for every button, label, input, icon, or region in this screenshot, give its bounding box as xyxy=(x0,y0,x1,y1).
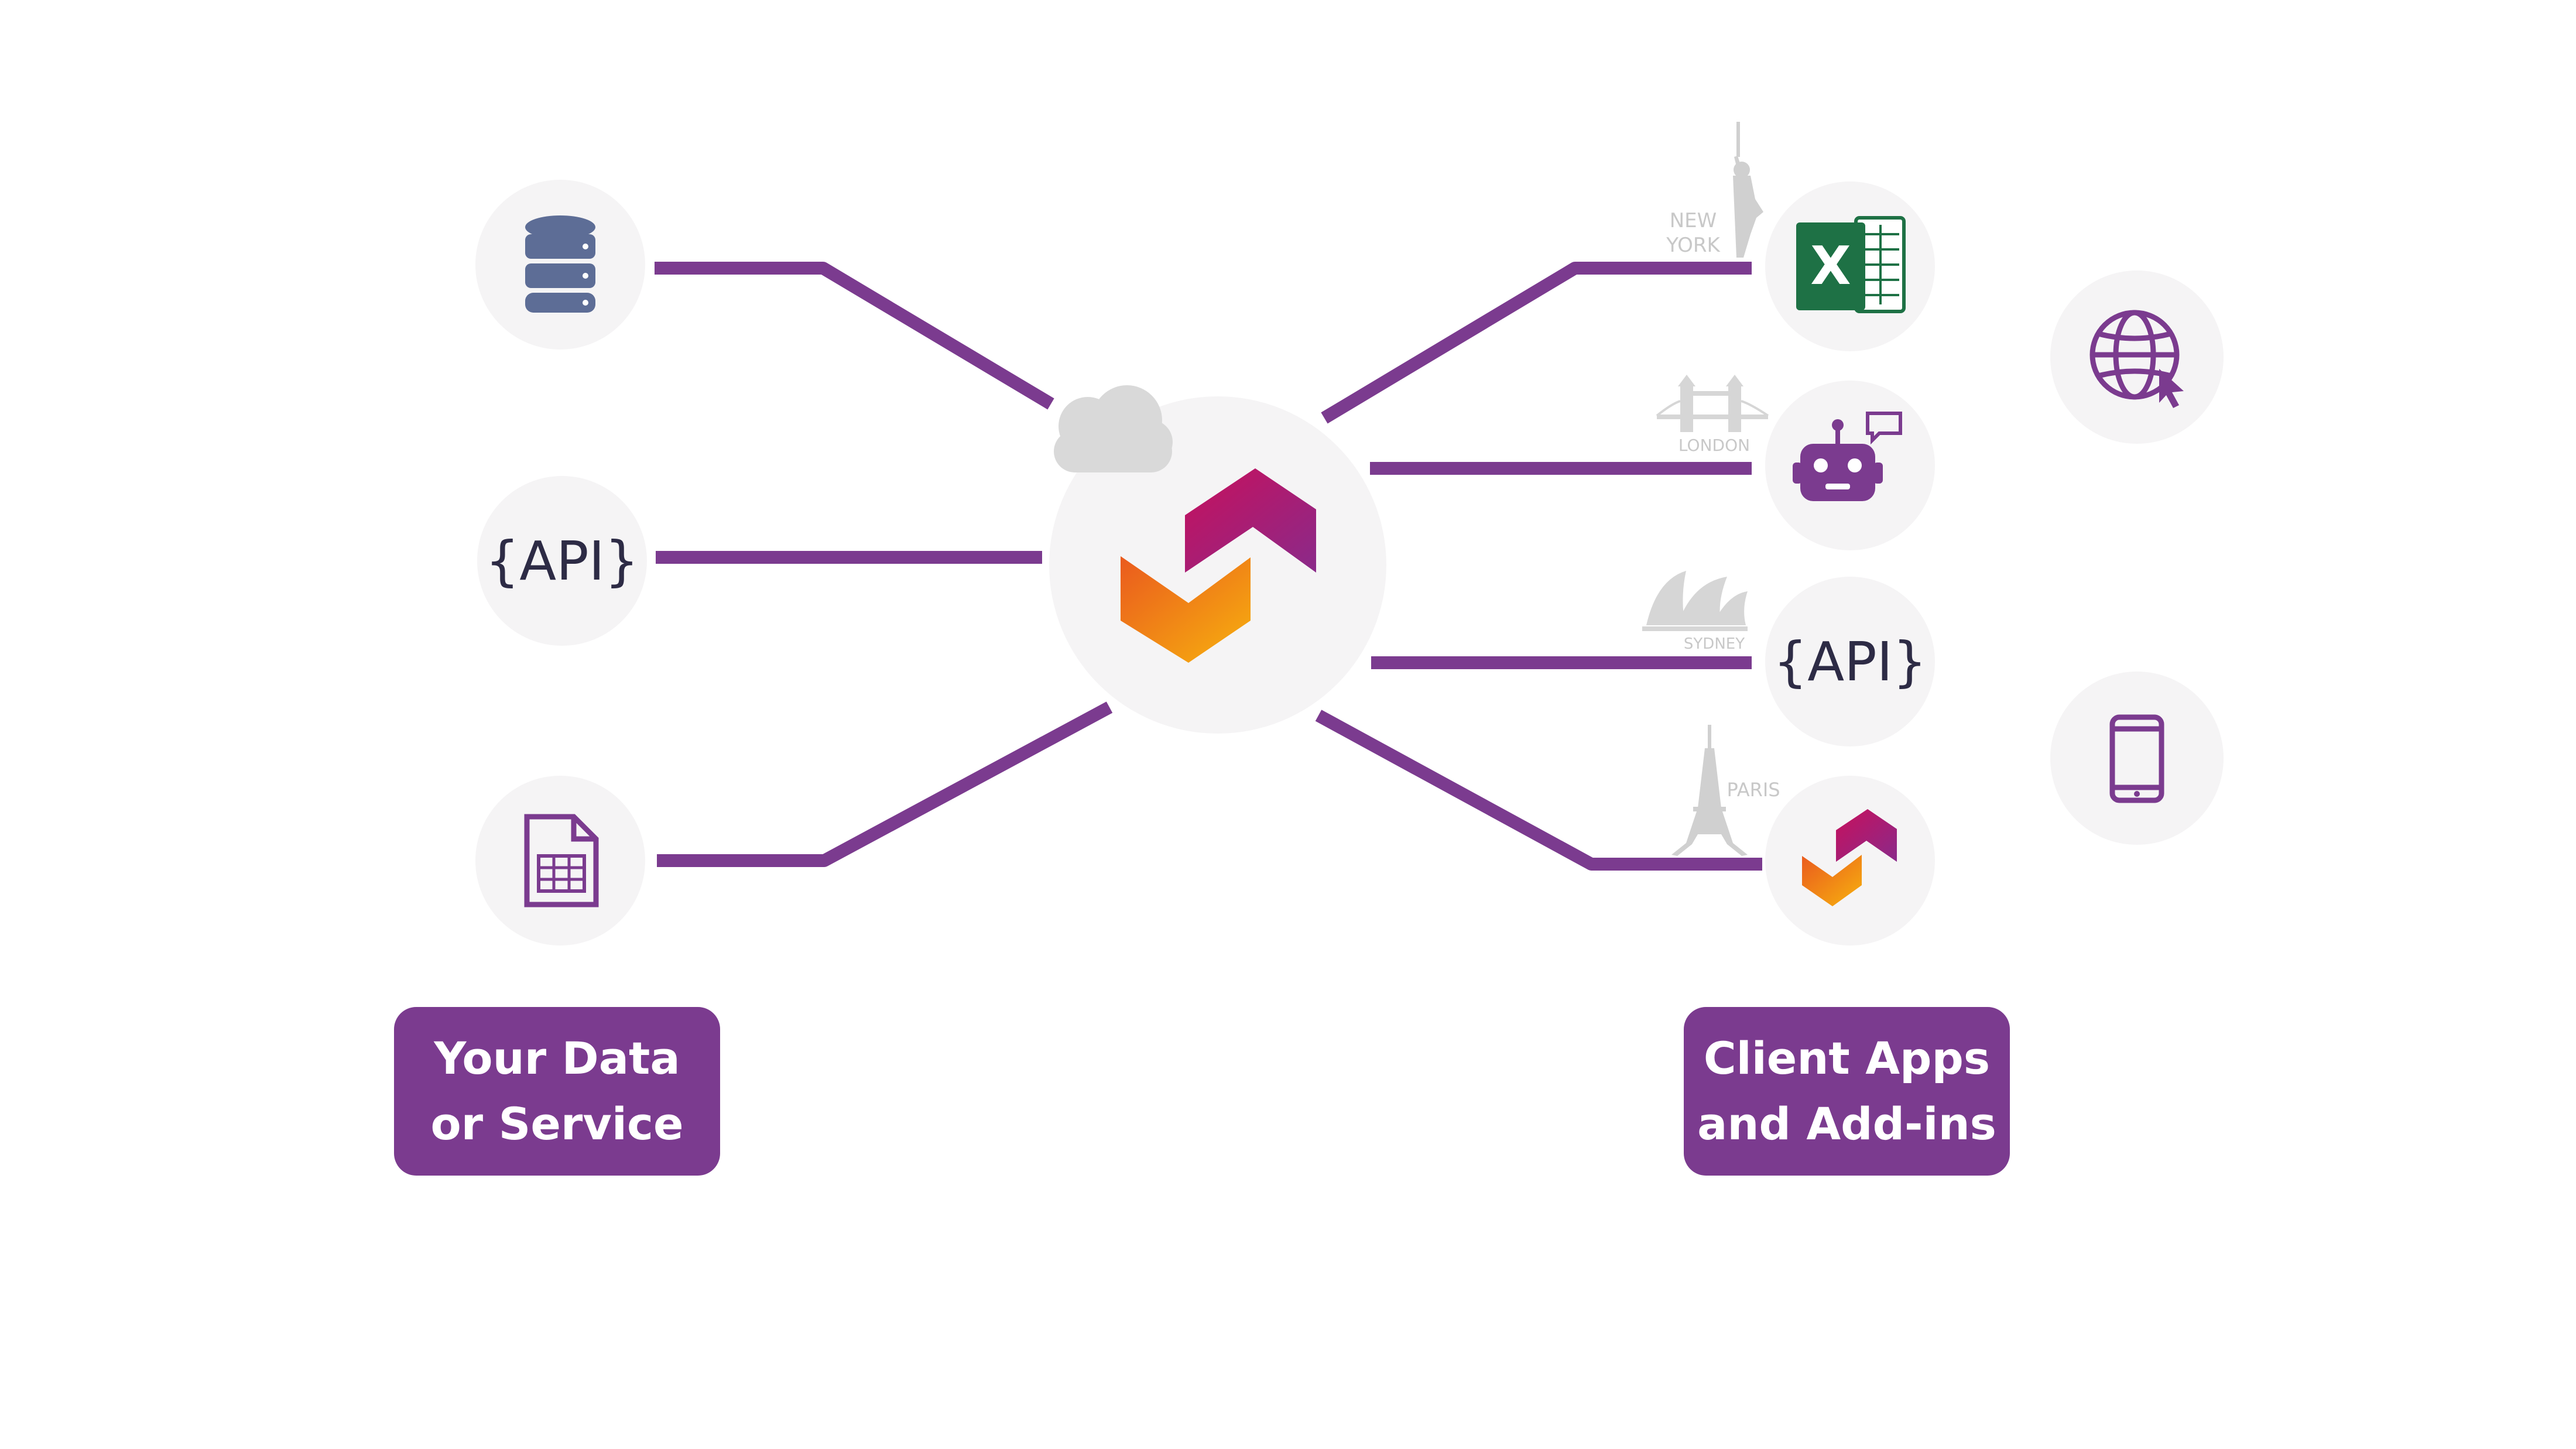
api-text-icon: {API} xyxy=(1773,631,1927,693)
your-data-label-line2: or Service xyxy=(430,1098,684,1150)
opera-house-icon xyxy=(1642,571,1748,631)
hub-background xyxy=(1049,396,1386,734)
hub-logo-icon xyxy=(1121,468,1316,663)
eiffel-tower-icon xyxy=(1671,725,1748,856)
node-background xyxy=(477,476,647,646)
api-text-icon: {API} xyxy=(485,530,639,592)
client-api-node: SYDNEY {API} xyxy=(1642,571,1935,746)
spreadsheet-file-icon xyxy=(524,814,599,907)
node-background xyxy=(2050,672,2224,845)
client-apps-label-line1: Client Apps xyxy=(1703,1032,1991,1084)
cursor-arrow xyxy=(2159,369,2184,408)
database-icon xyxy=(525,215,595,313)
node-background xyxy=(1765,776,1935,946)
client-apps-label-line2: and Add-ins xyxy=(1697,1098,1996,1150)
node-background xyxy=(1765,577,1935,746)
extra-globe-node xyxy=(2050,270,2224,444)
connector-excel xyxy=(1321,262,1752,424)
tower-bridge-icon xyxy=(1656,375,1769,432)
source-api-node: {API} xyxy=(477,476,647,646)
city-label-london: LONDON xyxy=(1678,436,1750,455)
your-data-label-line1: Your Data xyxy=(434,1032,680,1084)
excel-icon: X xyxy=(1796,216,1906,313)
connector-database xyxy=(655,262,1054,410)
source-spreadsheet-node xyxy=(475,776,645,946)
node-background xyxy=(475,776,645,946)
extra-phone-node xyxy=(2050,672,2224,845)
cloud-icon xyxy=(1054,385,1173,472)
statue-of-liberty-icon xyxy=(1733,122,1763,258)
city-label-paris: PARIS xyxy=(1727,779,1780,801)
excel-x-letter: X xyxy=(1810,235,1851,297)
globe-cursor-icon xyxy=(2089,310,2180,400)
app-logo-icon xyxy=(1802,809,1897,906)
client-app-logo-node: PARIS xyxy=(1671,725,1935,946)
city-label-newyork-2: YORK xyxy=(1666,234,1721,257)
client-robot-node: LONDON xyxy=(1656,375,1935,550)
smartphone-icon xyxy=(2109,714,2164,803)
city-label-sydney: SYDNEY xyxy=(1684,635,1745,653)
hub-node xyxy=(1049,385,1386,734)
connector-spreadsheet xyxy=(657,701,1113,867)
city-label-newyork-1: NEW xyxy=(1670,209,1717,232)
connectors xyxy=(655,262,1762,871)
your-data-label: Your Data or Service xyxy=(394,1007,720,1176)
robot-chat-icon xyxy=(1793,412,1902,501)
connector-app-logo xyxy=(1315,710,1762,871)
client-excel-node: NEW YORK X xyxy=(1666,122,1935,351)
client-apps-label: Client Apps and Add-ins xyxy=(1684,1007,2010,1176)
source-database-node xyxy=(475,180,645,350)
